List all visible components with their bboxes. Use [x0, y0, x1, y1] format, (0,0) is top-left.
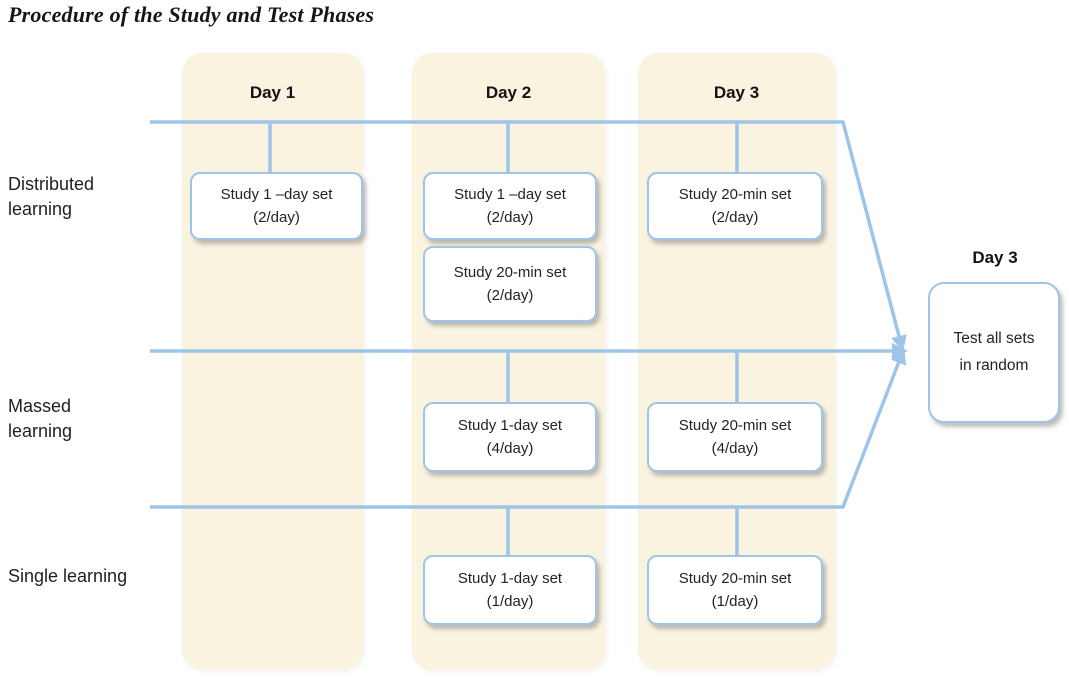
study-box-distributed-day1: Study 1 –day set (2/day) [190, 172, 363, 240]
figure-title: Procedure of the Study and Test Phases [8, 2, 375, 27]
study-box-frequency: (4/day) [486, 440, 534, 457]
day1-column-header: Day 1 [249, 83, 296, 102]
study-box-distributed-day2-a: Study 1 –day set (2/day) [423, 172, 597, 240]
study-box-distributed-day3: Study 20-min set (2/day) [647, 172, 823, 240]
row-label-distributed-learning: Distributed learning [8, 174, 95, 219]
day2-column-header: Day 2 [485, 83, 532, 102]
test-phase-box: Test all sets in random [928, 282, 1060, 423]
row-label-single-learning: Single learning [8, 566, 128, 586]
day3-column-header: Day 3 [713, 83, 760, 102]
day1-column-band [182, 53, 363, 670]
row-label-massed-learning: Massed learning [8, 396, 73, 441]
study-box-title: Study 1-day set [457, 417, 563, 434]
study-box-single-day3: Study 20-min set (1/day) [647, 555, 823, 625]
study-box-frequency: (1/day) [711, 593, 759, 610]
study-box-title: Study 20-min set [678, 570, 792, 587]
study-box-massed-day2: Study 1-day set (4/day) [423, 402, 597, 472]
test-box-line1: Test all sets [953, 330, 1035, 347]
test-phase-day-header: Day 3 [972, 248, 1018, 267]
study-box-frequency: (2/day) [711, 209, 759, 226]
study-box-title: Study 20-min set [678, 417, 792, 434]
study-box-frequency: (2/day) [253, 209, 300, 226]
study-box-title: Study 1-day set [457, 570, 563, 587]
study-box-title: Study 1 –day set [454, 186, 566, 203]
test-box-line2: in random [959, 357, 1029, 374]
study-box-frequency: (1/day) [486, 593, 534, 610]
study-box-single-day2: Study 1-day set (1/day) [423, 555, 597, 625]
study-box-distributed-day2-b: Study 20-min set (2/day) [423, 246, 597, 322]
study-box-frequency: (2/day) [486, 209, 534, 226]
study-box-title: Study 20-min set [678, 186, 792, 203]
study-box-frequency: (2/day) [486, 287, 534, 304]
study-box-title: Study 20-min set [453, 264, 567, 281]
study-box-frequency: (4/day) [711, 440, 759, 457]
study-box-title: Study 1 –day set [220, 186, 333, 203]
study-box-massed-day3: Study 20-min set (4/day) [647, 402, 823, 472]
